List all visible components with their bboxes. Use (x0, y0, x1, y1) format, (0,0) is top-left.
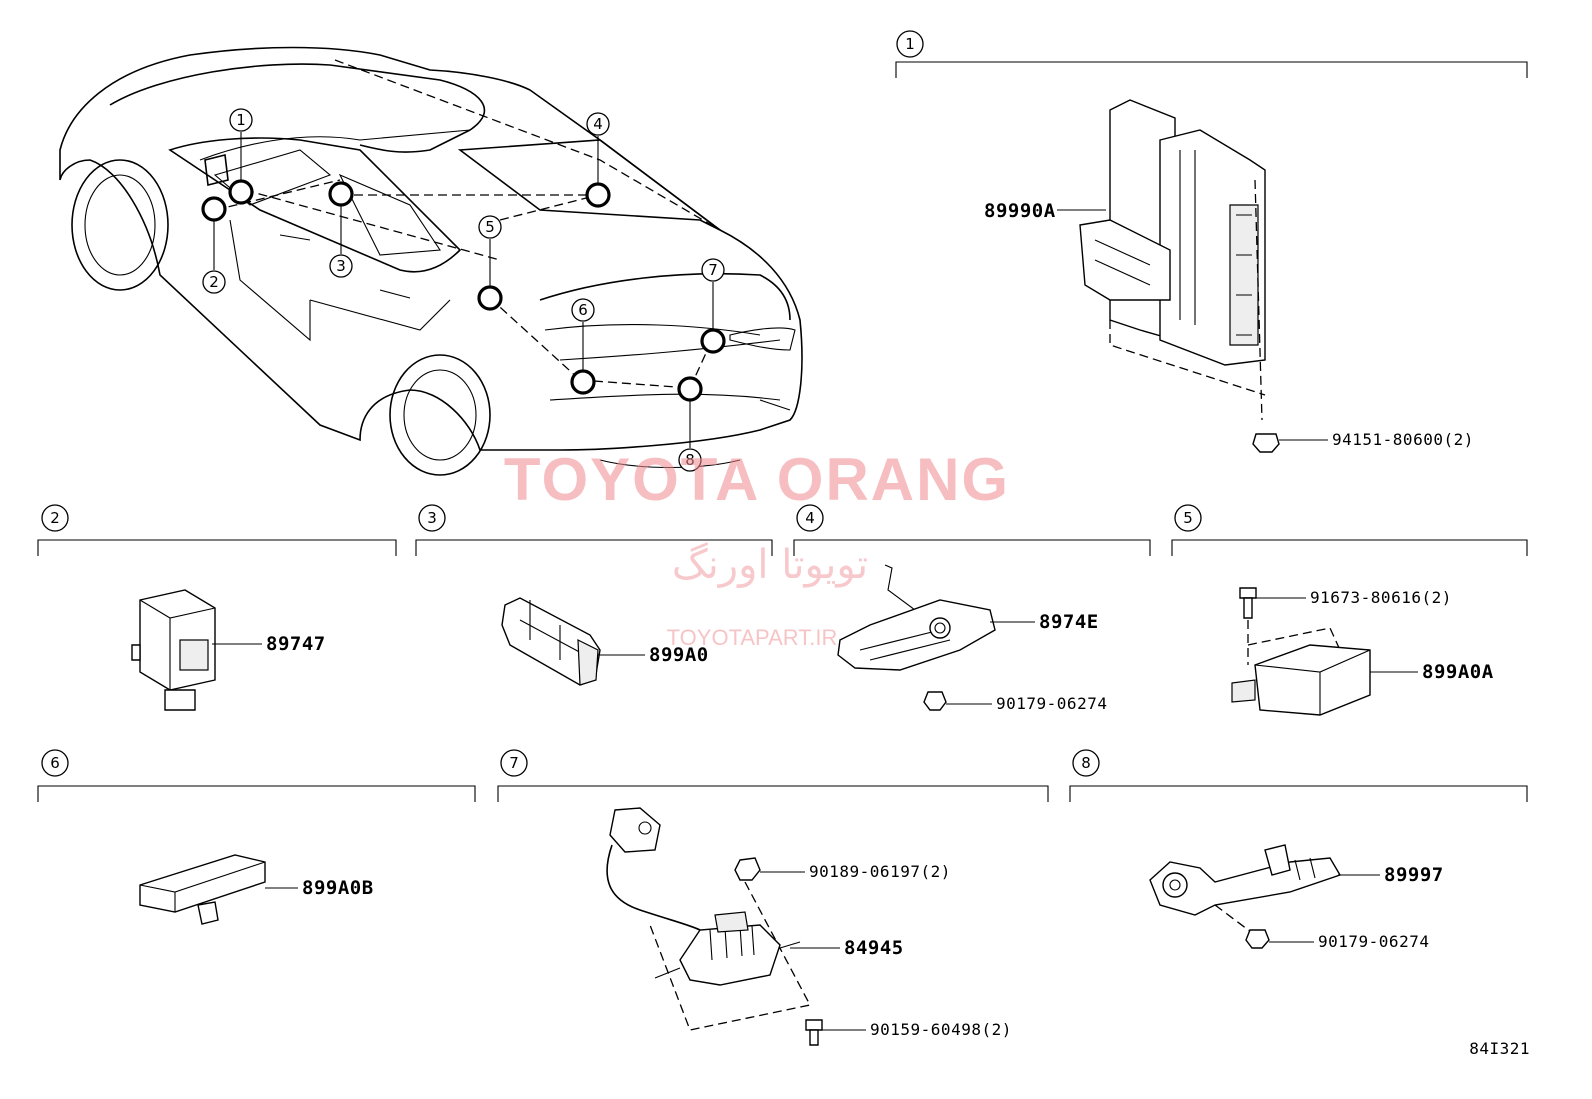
part-90189-06197: 90189-06197(2) (809, 862, 951, 881)
marker-2 (201, 196, 227, 222)
camera-84945 (654, 911, 801, 986)
sensor-89997 (1149, 844, 1342, 916)
section-3: 3 899A0 (415, 504, 773, 686)
ecu-89990a (1079, 99, 1266, 366)
sensor-8974e (837, 564, 996, 671)
section-8: 8 89997 90179-06274 (1069, 749, 1528, 951)
part-90159-60498: 90159-60498(2) (870, 1020, 1012, 1039)
part-94151-80600: 94151-80600(2) (1332, 430, 1474, 449)
watermark-url: TOYOTAPART.IR (667, 625, 838, 650)
section-7: 7 90189-06197(2) 84945 90159-60498(2) (497, 749, 1049, 1046)
section-8-label: 8 (1081, 754, 1091, 772)
part-89997: 89997 (1384, 864, 1444, 886)
callout-3: 3 (336, 257, 346, 275)
marker-4 (585, 182, 611, 208)
marker-7 (700, 328, 726, 354)
part-90179-06274-b: 90179-06274 (1318, 932, 1429, 951)
sensor-899a0 (501, 597, 601, 686)
section-1-label: 1 (905, 35, 915, 53)
callout-4: 4 (593, 115, 603, 133)
callout-5: 5 (485, 218, 495, 236)
nut-icon (1252, 433, 1280, 453)
callout-1: 1 (236, 111, 246, 129)
section-6-label: 6 (50, 754, 60, 772)
clip-icon (734, 857, 761, 881)
watermark-persian: تویوتا اورنگ (672, 542, 868, 588)
part-91673-80616: 91673-80616(2) (1310, 588, 1452, 607)
section-6: 6 899A0B (37, 749, 476, 925)
marker-6 (570, 369, 596, 395)
marker-5 (477, 285, 503, 311)
section-2: 2 89747 (37, 504, 397, 711)
section-5-label: 5 (1183, 509, 1193, 527)
sensor-89747 (131, 589, 216, 711)
callout-7: 7 (708, 261, 718, 279)
car-sensor-markers (201, 179, 726, 402)
section-4-label: 4 (805, 509, 815, 527)
screw-icon (805, 1019, 823, 1046)
callout-2: 2 (209, 273, 219, 291)
sensor-899a0a (1231, 644, 1371, 716)
part-89990a: 89990A (984, 200, 1056, 222)
watermark-title: TOYOTA ORANG (504, 446, 1010, 513)
car-callouts: 1 2 3 4 5 6 7 8 (202, 108, 725, 472)
part-899a0: 899A0 (649, 644, 709, 666)
car-illustration (59, 46, 803, 476)
section-1: 1 89990A 94151-80600(2) (895, 30, 1528, 453)
callout-6: 6 (578, 301, 588, 319)
part-899a0b: 899A0B (302, 877, 374, 899)
part-8974e: 8974E (1039, 611, 1099, 633)
watermark: TOYOTA ORANG تویوتا اورنگ TOYOTAPART.IR (504, 446, 1010, 650)
part-899a0a: 899A0A (1422, 661, 1494, 683)
clip-icon (1245, 929, 1270, 949)
bolt-icon (1239, 587, 1257, 619)
section-2-label: 2 (50, 509, 60, 527)
callout-8: 8 (685, 451, 695, 469)
part-84945: 84945 (844, 937, 904, 959)
section-7-label: 7 (509, 754, 519, 772)
figure-code: 84I321 (1469, 1039, 1530, 1058)
section-5: 5 91673-80616(2) 899A0A (1171, 504, 1528, 716)
clip-icon (923, 691, 947, 711)
marker-3 (328, 181, 354, 207)
section-3-label: 3 (427, 509, 437, 527)
section-4: 4 8974E 90179-06274 (793, 504, 1151, 713)
sensor-899a0b (139, 854, 266, 925)
marker-1 (228, 179, 254, 205)
marker-8 (677, 376, 703, 402)
part-90179-06274-a: 90179-06274 (996, 694, 1107, 713)
part-89747: 89747 (266, 633, 326, 655)
camera-cable (606, 807, 701, 931)
